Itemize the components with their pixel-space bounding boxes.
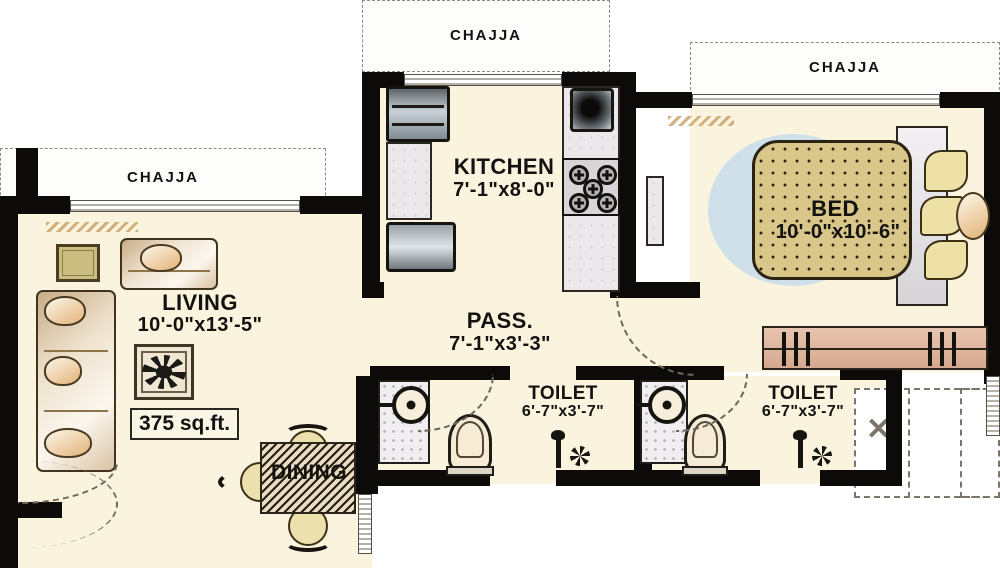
toilet2-wall-bottom bbox=[640, 470, 760, 486]
wardrobe-line bbox=[764, 348, 986, 350]
toilet1-floor-drain bbox=[570, 446, 590, 466]
toilet1-tap bbox=[378, 403, 396, 407]
bedroom-dim-label: 10'-0"x10'-6" bbox=[775, 221, 901, 243]
bed-pillow bbox=[924, 240, 968, 280]
dining-chair-back bbox=[284, 532, 332, 552]
burner-icon bbox=[597, 193, 617, 213]
toilet1-dim-label: 6'-7"x3'-7" bbox=[521, 403, 605, 420]
living-dim-label: 10'-0"x13'-5" bbox=[137, 314, 263, 336]
toilet1-shower-head bbox=[551, 430, 565, 440]
kitchen-counter-left bbox=[386, 142, 432, 220]
chajja-top-right-label: CHAJJA bbox=[808, 59, 881, 76]
dining-name-label: DINING bbox=[271, 461, 347, 484]
wardrobe-hanger bbox=[928, 332, 932, 366]
toilet1-cistern bbox=[446, 466, 494, 476]
wardrobe-hanger bbox=[794, 332, 798, 366]
toilet1-water-closet bbox=[448, 414, 492, 470]
passage-wall-right-top bbox=[636, 282, 700, 298]
wardrobe-hanger bbox=[806, 332, 810, 366]
bedroom-window-top bbox=[692, 94, 940, 106]
kitchen-wall-left bbox=[362, 72, 380, 298]
burner-icon bbox=[583, 179, 603, 199]
kitchen-cooking-range bbox=[562, 158, 620, 216]
kitchen-name-label: KITCHEN bbox=[453, 154, 555, 179]
toilet2-wall-right bbox=[886, 366, 902, 486]
bedroom-wardrobe bbox=[762, 326, 988, 370]
toilet2-tap bbox=[636, 403, 652, 407]
right-terrace-strip bbox=[960, 388, 1000, 498]
burner-icon bbox=[597, 165, 617, 185]
toilet1-name-label: TOILET bbox=[528, 383, 598, 404]
wardrobe-hanger bbox=[782, 332, 786, 366]
kitchen-wall-top-right bbox=[562, 72, 636, 88]
toilet2-dim-label: 6'-7"x3'-7" bbox=[761, 403, 845, 420]
kitchen-chimney-hood bbox=[570, 88, 614, 132]
toilet1-wall-bottom-right bbox=[556, 470, 652, 486]
toilet2-wall-bottom-right bbox=[820, 470, 902, 486]
kitchen-window bbox=[404, 74, 562, 86]
right-terrace-outline bbox=[854, 388, 1000, 498]
wardrobe-hanger bbox=[952, 332, 956, 366]
rug-medallion-icon bbox=[142, 355, 186, 389]
wardrobe-hanger bbox=[940, 332, 944, 366]
right-terrace-divider bbox=[854, 388, 910, 498]
bedroom-wall-top-left bbox=[636, 92, 692, 108]
toilet2-shower-pipe bbox=[798, 438, 803, 468]
living-entry-door-arc bbox=[0, 460, 118, 548]
kitchen-wall-top-left bbox=[362, 72, 404, 88]
toilet2-cistern bbox=[682, 466, 728, 476]
wc-seat bbox=[456, 421, 484, 458]
sofa-seam bbox=[44, 350, 108, 352]
passage-name-label: PASS. bbox=[466, 308, 534, 333]
kitchen-dim-label: 7'-1"x8'-0" bbox=[453, 179, 555, 201]
chajja-top-right bbox=[690, 42, 1000, 100]
chajja-top-center bbox=[362, 0, 610, 72]
bedroom-name-label: BED bbox=[811, 196, 859, 221]
kitchen-refrigerator bbox=[386, 222, 456, 272]
bedroom-right-window bbox=[986, 376, 1000, 436]
bed-bolster bbox=[956, 192, 990, 240]
burner-icon bbox=[569, 193, 589, 213]
living-side-table bbox=[56, 244, 100, 282]
sofa-cushion bbox=[44, 428, 92, 458]
bedroom-curtain-squiggle bbox=[668, 116, 734, 126]
sofa-cushion bbox=[44, 356, 82, 386]
living-name-label: LIVING bbox=[162, 290, 238, 315]
living-wall-top-right bbox=[300, 196, 374, 214]
dining-chair-back bbox=[284, 424, 332, 444]
living-right-window bbox=[358, 494, 372, 554]
sofa-cushion bbox=[44, 296, 86, 326]
sofa-seam bbox=[44, 410, 108, 412]
chajja-left-label: CHAJJA bbox=[126, 169, 199, 186]
toilet1-shower-pipe bbox=[556, 438, 561, 468]
toilet2-shower-head bbox=[793, 430, 807, 440]
living-wall-right-mid bbox=[356, 376, 378, 494]
living-curtain-squiggle bbox=[46, 222, 138, 232]
passage-wall-top bbox=[362, 282, 384, 298]
living-window-top bbox=[70, 200, 300, 212]
living-area-rug bbox=[134, 344, 194, 400]
toilet2-floor-drain bbox=[812, 446, 832, 466]
burner-icon bbox=[569, 165, 589, 185]
toilet2-name-label: TOILET bbox=[768, 383, 838, 404]
bedroom-wall-right bbox=[984, 92, 1000, 384]
kitchen-tall-unit bbox=[646, 176, 664, 246]
toilet1-wall-top-right bbox=[576, 366, 650, 380]
kitchen-sink-unit bbox=[386, 86, 450, 142]
area-badge: 375 sq.ft. bbox=[130, 408, 240, 440]
sofa-cushion bbox=[140, 244, 182, 272]
bed-pillow bbox=[924, 150, 968, 192]
dining-table bbox=[260, 442, 356, 514]
chajja-top-center-label: CHAJJA bbox=[449, 27, 522, 44]
living-wall-left bbox=[0, 196, 18, 458]
passage-dim-label: 7'-1"x3'-3" bbox=[449, 333, 551, 355]
double-bed bbox=[752, 140, 912, 280]
